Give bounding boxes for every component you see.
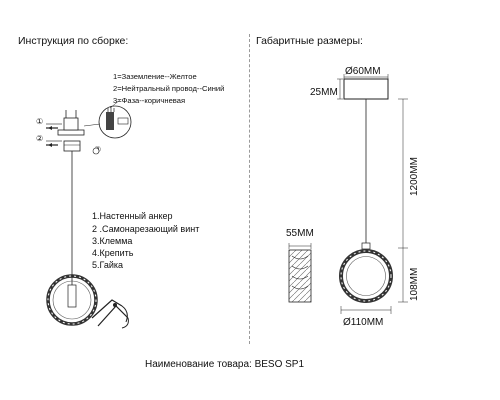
parts-item-anchor: 1.Настенный анкер	[92, 211, 173, 221]
canopy-diameter-label: Ø60MM	[345, 66, 381, 77]
callout-2: ②	[36, 134, 44, 143]
parts-item-terminal: 3.Клемма	[92, 236, 133, 246]
shade-diameter-label: Ø110MM	[343, 317, 384, 328]
product-name-label: Наименование товара: BESO SP1	[145, 359, 305, 370]
wiring-neutral-label: 2=Нейтральный провод--Синий	[113, 84, 225, 93]
dimensions-title: Габаритные размеры:	[256, 35, 363, 47]
wiring-phase-label: 3=Фаза--коричневая	[113, 96, 186, 105]
shade-width-label: 55MM	[286, 228, 314, 239]
callout-1: ①	[36, 117, 44, 126]
assembly-detail	[46, 99, 132, 329]
wiring-ground-label: 1=Заземление--Желтое	[113, 72, 197, 81]
parts-item-nut: 5.Гайка	[92, 260, 124, 270]
parts-item-fasten: 4.Крепить	[92, 248, 134, 258]
dimension-drawing	[288, 74, 408, 314]
section-divider	[249, 34, 250, 344]
canopy-height-label: 25MM	[310, 87, 338, 98]
assembly-instructions-title: Инструкция по сборке:	[18, 35, 129, 47]
parts-item-screw: 2 .Самонарезающий винт	[92, 224, 200, 234]
